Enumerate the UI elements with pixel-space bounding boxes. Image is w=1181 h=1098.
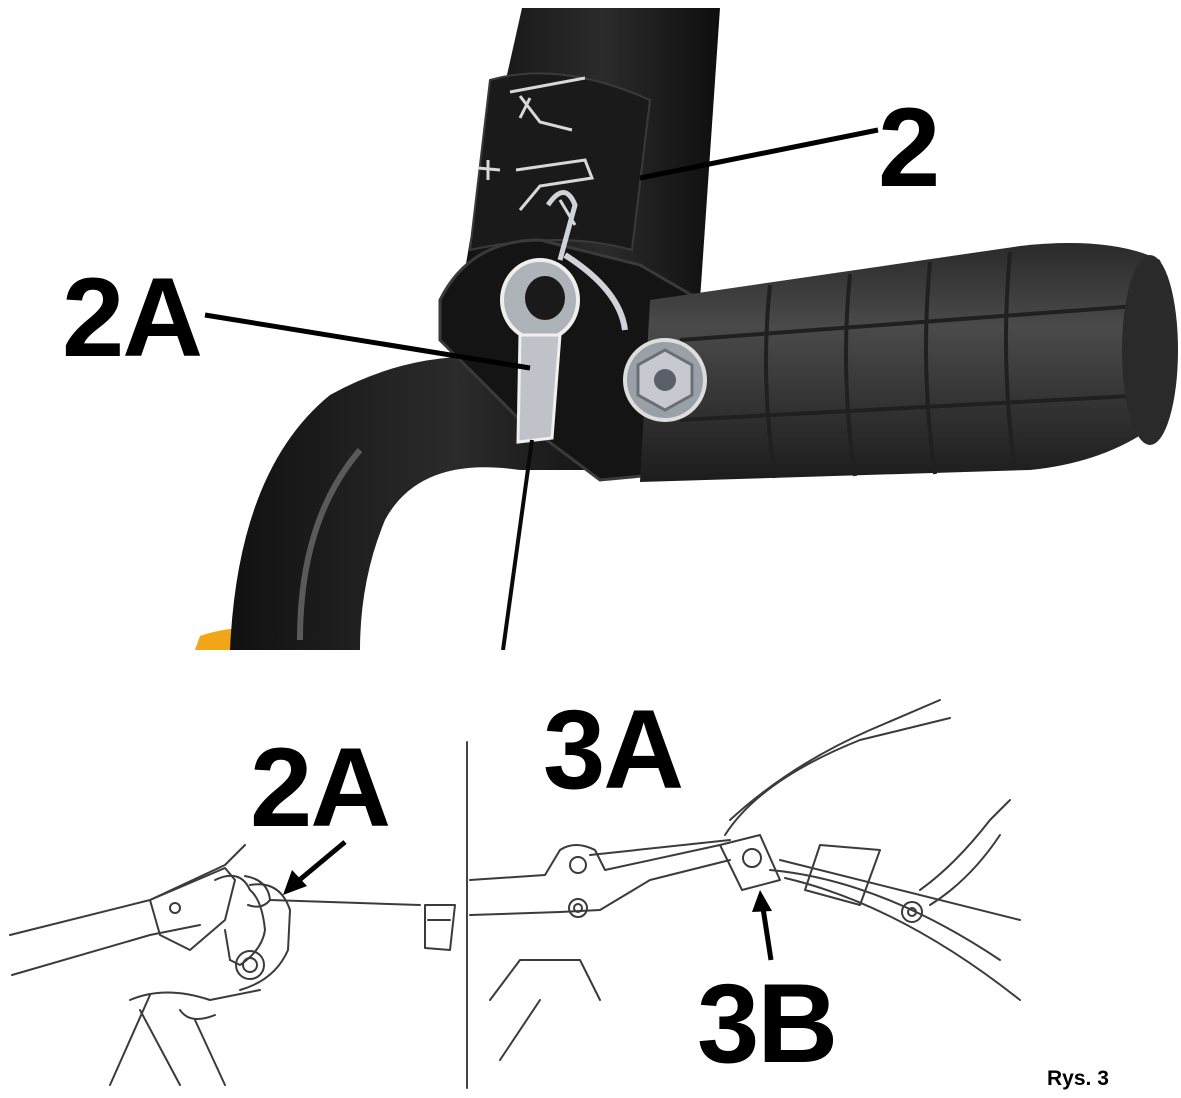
cable-clip (500, 190, 628, 444)
leader-line-2 (639, 127, 879, 181)
callout-2-photo: 2 (878, 85, 940, 210)
tube-highlight (297, 448, 363, 641)
callout-2a-photo: 2A (62, 255, 203, 380)
brake-cable (501, 439, 534, 650)
rubber-grip (640, 243, 1172, 482)
warning-sticker (468, 72, 652, 252)
drawing-left-bracket (9, 844, 456, 1086)
callout-3a-drawing: 3A (543, 687, 684, 812)
grip-end (1122, 255, 1178, 445)
grip-ribs (679, 251, 1151, 479)
arrow-3b (752, 890, 774, 961)
callout-2a-drawing: 2A (250, 725, 391, 850)
leader-line-2a (204, 312, 531, 371)
hex-bolt (623, 338, 707, 422)
handle-photo (195, 8, 1178, 650)
callout-3b-drawing: 3B (697, 961, 838, 1086)
figure-caption: Rys. 3 (1047, 1067, 1109, 1090)
